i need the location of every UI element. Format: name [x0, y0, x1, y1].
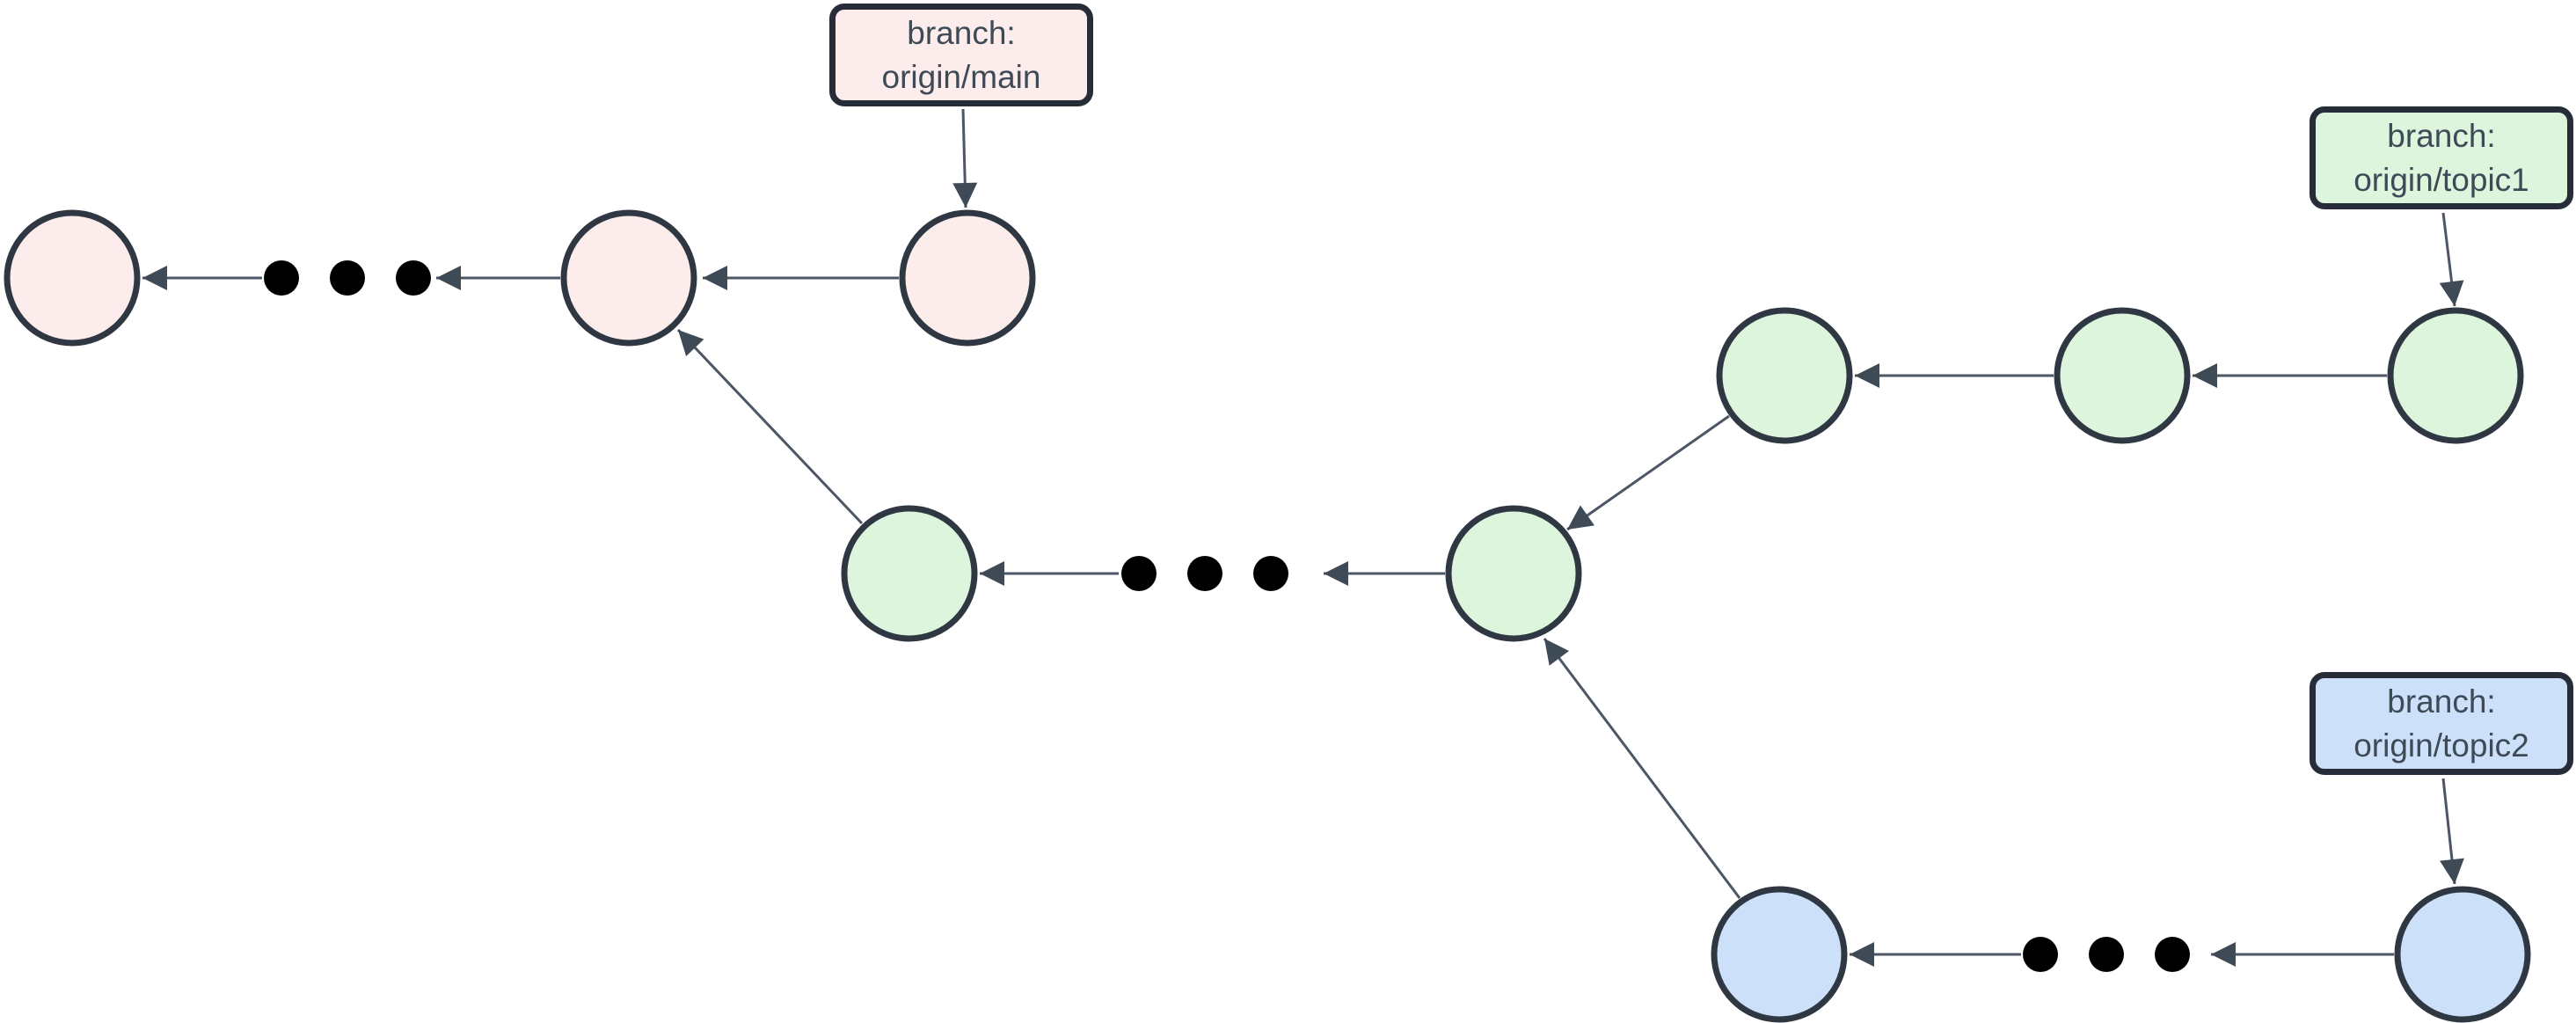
- edge-label-topic1-to-head: [2439, 212, 2464, 307]
- commit-topic2-head: [2394, 886, 2531, 1023]
- branch-label-topic1-line2: origin/topic1: [2353, 161, 2529, 198]
- branch-label-topic1: branch: origin/topic1: [2310, 106, 2573, 209]
- commit-main-old: [4, 209, 141, 347]
- ellipsis-dot-topic2-history: [2089, 937, 2124, 972]
- edge-merge-left-to-main-mid: [676, 328, 864, 525]
- commit-topic2-left: [1711, 886, 1848, 1023]
- ellipsis-dot-topic2-history: [2023, 937, 2058, 972]
- edges-layer: [142, 108, 2464, 967]
- ellipsis-layer: [264, 260, 2190, 972]
- edge-label-main-to-head: [952, 108, 978, 208]
- commits-layer: [4, 209, 2531, 1023]
- commit-main-head: [899, 209, 1036, 347]
- commit-topic1-head: [2387, 307, 2524, 444]
- ellipsis-dot-shared-history: [1187, 556, 1222, 591]
- edge-topic1-a-to-hub: [1566, 414, 1730, 531]
- ellipsis-dot-topic2-history: [2155, 937, 2190, 972]
- ellipsis-dot-shared-history: [1253, 556, 1288, 591]
- branch-label-topic2: branch: origin/topic2: [2310, 672, 2573, 775]
- ellipsis-dot-main-history: [264, 260, 299, 296]
- ellipsis-dot-main-history: [396, 260, 431, 296]
- commit-merge-hub: [1445, 505, 1582, 642]
- edge-topic2-left-to-hub: [1543, 638, 1741, 899]
- branch-label-topic2-line2: origin/topic2: [2353, 727, 2529, 764]
- branch-label-main: branch: origin/main: [829, 4, 1093, 106]
- commit-topic1-b: [2054, 307, 2191, 444]
- edge-label-topic2-to-head: [2440, 778, 2464, 885]
- branch-label-topic1-line1: branch:: [2387, 117, 2496, 154]
- ellipsis-dot-main-history: [330, 260, 365, 296]
- ellipsis-dot-shared-history: [1121, 556, 1157, 591]
- commit-main-mid: [560, 209, 697, 347]
- branch-label-topic2-line1: branch:: [2387, 683, 2496, 720]
- branch-label-main-line1: branch:: [907, 14, 1016, 51]
- commit-topic1-a: [1716, 307, 1853, 444]
- commit-merge-left: [841, 505, 978, 642]
- branch-label-main-line2: origin/main: [881, 58, 1041, 95]
